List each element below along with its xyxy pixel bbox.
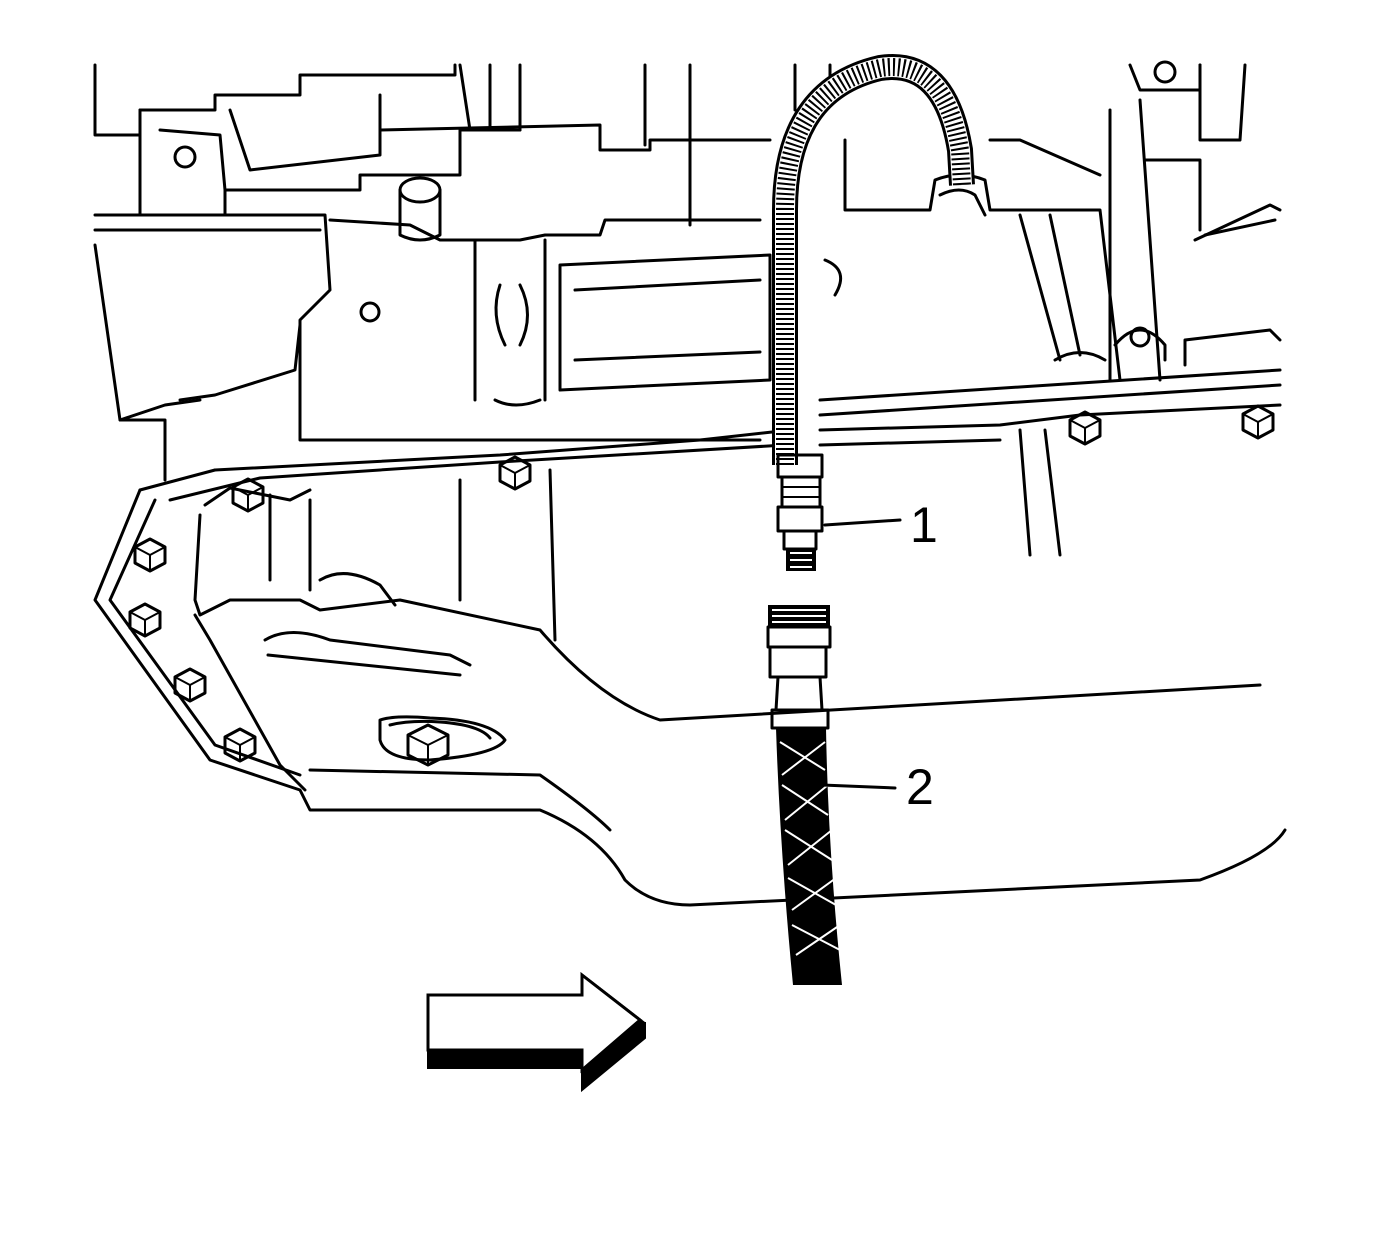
bolt — [498, 455, 532, 491]
braided-line — [772, 54, 975, 465]
callout-number-1: 1 — [910, 497, 938, 553]
leader-line-2 — [820, 783, 897, 790]
bolt — [223, 727, 257, 763]
drain-plug-bolt — [406, 723, 450, 767]
leader-line-1 — [823, 518, 902, 527]
right-arrow-icon — [426, 971, 646, 1093]
engine-block — [93, 60, 1282, 557]
bolt — [173, 667, 207, 703]
bolt — [1068, 410, 1102, 446]
pan-bolts — [128, 404, 1275, 767]
oil-pan — [93, 468, 1287, 907]
bolt — [133, 537, 167, 573]
callout-number-2: 2 — [906, 759, 934, 815]
drain-hose — [766, 605, 842, 985]
quick-connect-fitting — [776, 453, 824, 571]
bolt — [1241, 404, 1275, 440]
bolt — [231, 477, 265, 513]
bolt — [128, 602, 162, 638]
